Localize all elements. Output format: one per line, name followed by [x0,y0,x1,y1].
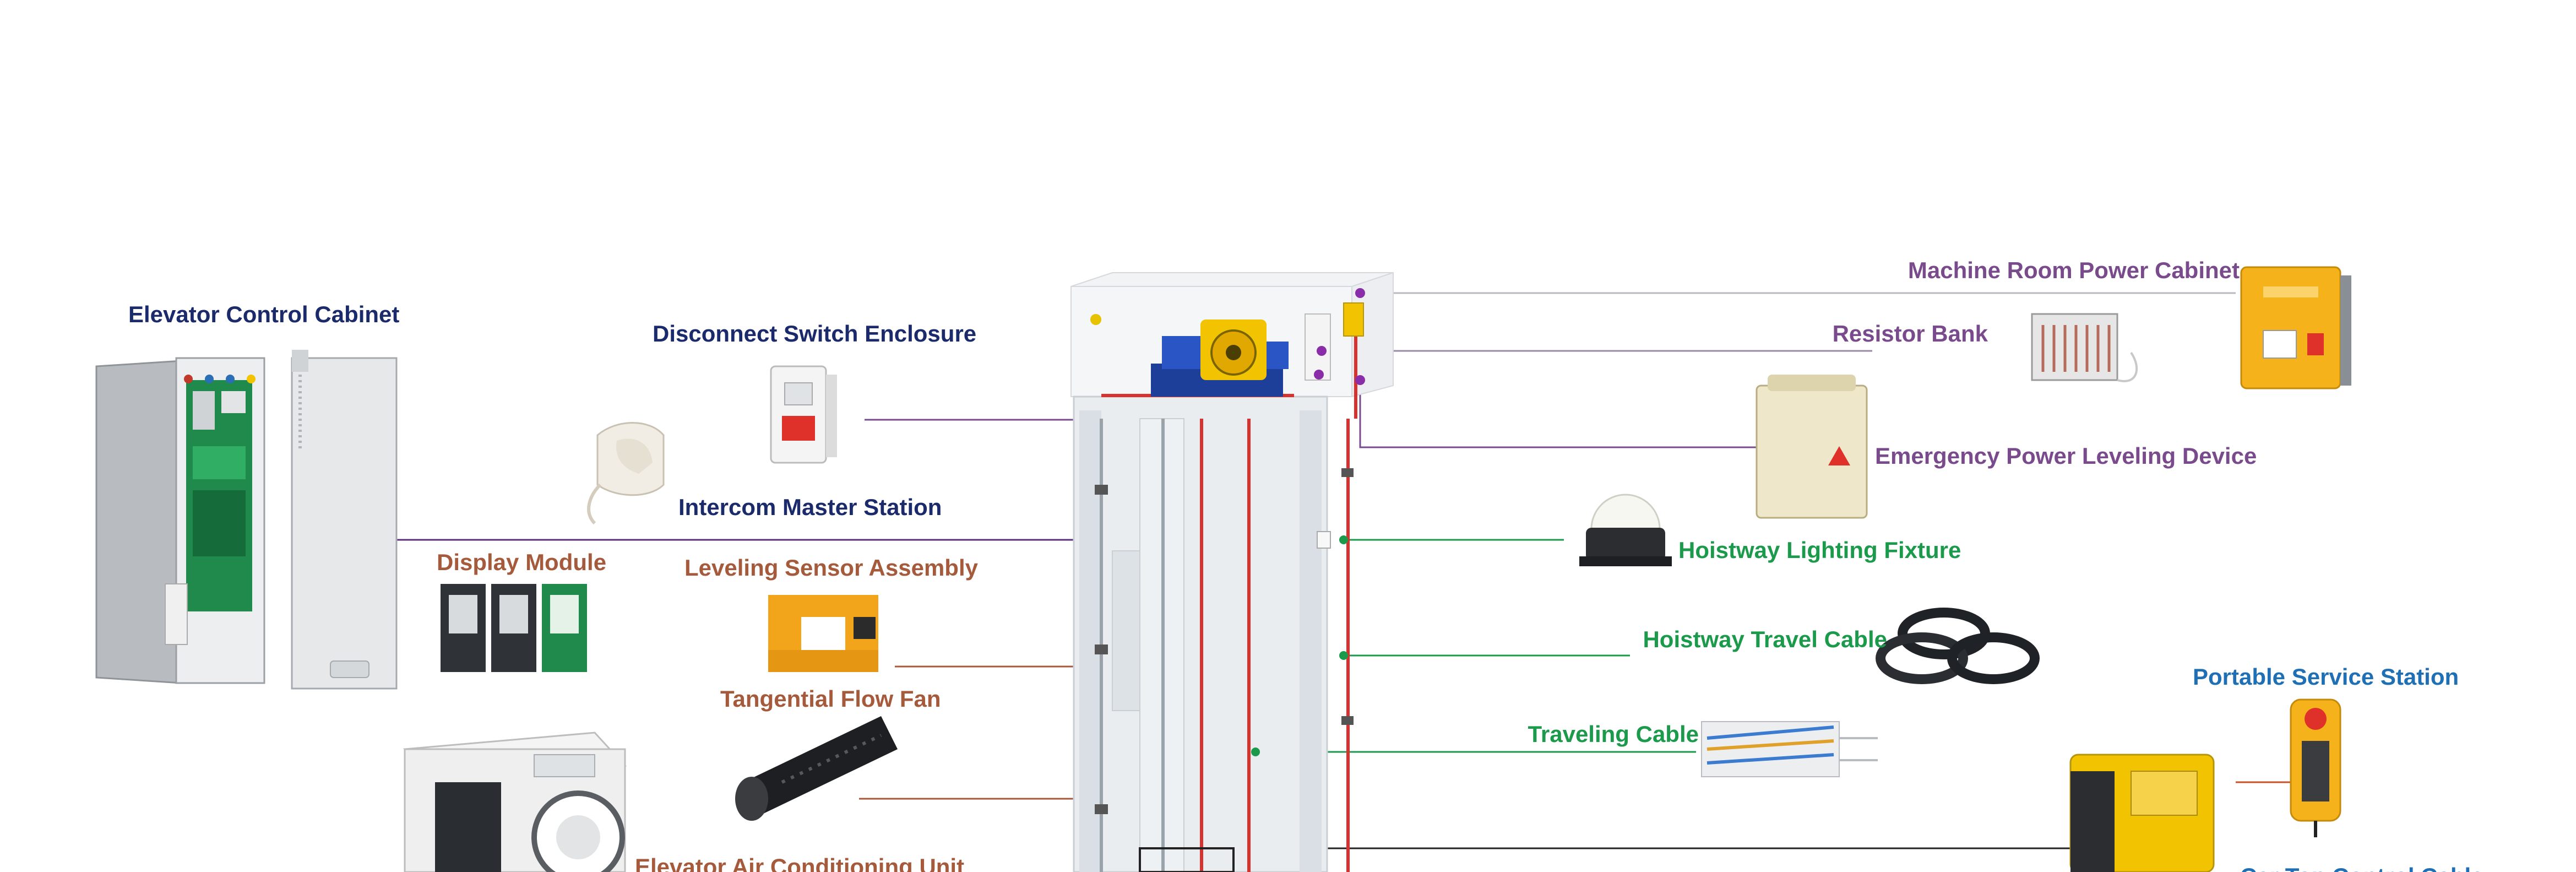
intercom-handset-icon [587,422,665,525]
dome-light-icon [1579,494,1672,566]
flat-cable-icon [1701,721,1878,777]
tangential-fan-icon [735,716,898,821]
label-elevator-control-cabinet: Elevator Control Cabinet [128,301,399,327]
air-conditioner-icon [403,732,627,872]
label-machine-room-power-cabinet: Machine Room Power Cabinet [1908,257,2240,283]
leveling-sensor-icon [768,595,878,672]
label-portable-service-station: Portable Service Station [2193,664,2459,690]
display-module-icon [441,584,587,672]
label-leveling-sensor-assembly: Leveling Sensor Assembly [684,555,979,581]
service-station-icon [2069,754,2215,872]
label-emergency-power-leveling-device: Emergency Power Leveling Device [1875,443,2257,469]
pendant-control-icon [2290,698,2341,837]
label-intercom-master-station: Intercom Master Station [678,494,942,520]
label-hoistway-travel-cable: Hoistway Travel Cable [1643,626,1887,652]
labels: Elevator Control Cabinet Disconnect Swit… [128,257,2484,872]
label-car-top-control-cable: Car Top Control Cable [2240,863,2484,872]
label-hoistway-lighting-fixture: Hoistway Lighting Fixture [1678,537,1961,563]
label-disconnect-switch-enclosure: Disconnect Switch Enclosure [653,321,976,346]
connector-emergency-device [1359,380,1759,448]
traction-machine-icon [1090,314,1289,397]
resistor-bank-icon [2031,313,2138,382]
disconnect-switch-icon [770,365,837,464]
label-tangential-flow-fan: Tangential Flow Fan [720,686,941,712]
machine-room-switches [1305,288,1365,549]
label-display-module: Display Module [437,549,606,575]
control-cabinet-icon [95,350,398,690]
label-traveling-cable: Traveling Cable [1528,721,1699,747]
emergency-device-icon [1756,375,1868,519]
power-cabinet-icon [2240,266,2351,389]
label-elevator-air-conditioning-unit: Elevator Air Conditioning Unit [635,854,964,872]
cable-coil-icon [1876,608,2040,684]
label-resistor-bank: Resistor Bank [1833,321,1988,346]
